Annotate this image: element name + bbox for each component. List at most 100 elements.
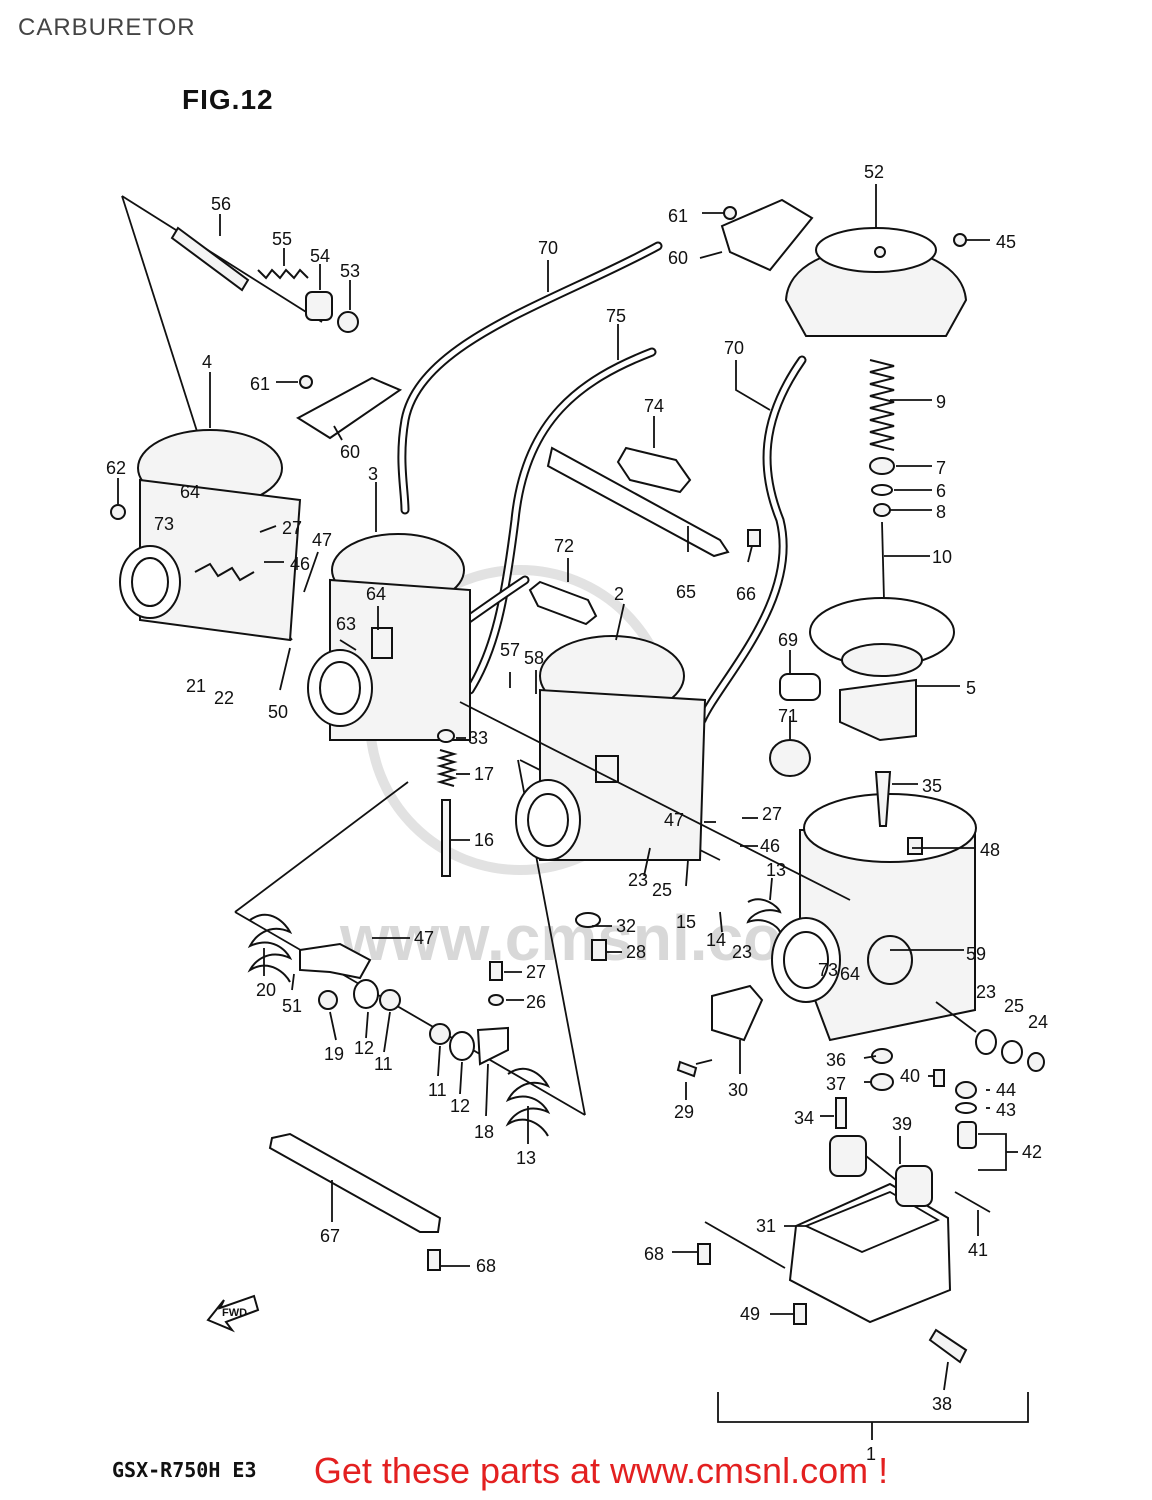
callout-26: 26 (526, 992, 546, 1012)
callout-47-left: 47 (312, 530, 332, 550)
screw-28 (591, 939, 607, 961)
washer-26 (488, 994, 504, 1006)
callout-58: 58 (524, 648, 544, 668)
washer-7 (869, 457, 895, 475)
callout-74: 74 (644, 396, 664, 416)
callout-9: 9 (936, 392, 946, 412)
callout-56: 56 (211, 194, 231, 214)
fwd-label: FWD (222, 1307, 247, 1319)
promo-link[interactable]: Get these parts at www.cmsnl.com ! (313, 1450, 889, 1491)
callout-70-left: 70 (538, 238, 558, 258)
callout-61-top: 61 (668, 206, 688, 226)
spring-13-right (746, 898, 782, 933)
callout-68-left: 68 (476, 1256, 496, 1276)
bolt-35 (874, 771, 892, 827)
callout-64-right: 64 (840, 964, 860, 984)
screw-68b (697, 1243, 711, 1265)
callout-25-mid: 25 (652, 880, 672, 900)
callout-63: 63 (336, 614, 356, 634)
callout-57: 57 (500, 640, 520, 660)
joint-71 (769, 739, 811, 777)
lever-51 (299, 942, 372, 980)
jet-37 (870, 1073, 894, 1091)
callout-44: 44 (996, 1080, 1016, 1100)
spring-17 (436, 749, 458, 787)
callout-54: 54 (310, 246, 330, 266)
hose-70-left (397, 241, 663, 515)
callout-64-mid: 64 (366, 584, 386, 604)
pin-41 (954, 1191, 991, 1213)
callout-2: 2 (614, 584, 624, 604)
callout-29: 29 (674, 1102, 694, 1122)
callout-73-right: 73 (818, 960, 838, 980)
screw-66 (747, 529, 761, 547)
callout-38: 38 (932, 1394, 952, 1414)
lever-18 (476, 1026, 509, 1066)
callout-39: 39 (892, 1114, 912, 1134)
carburetor-body-1 (771, 793, 977, 1042)
callout-15: 15 (676, 912, 696, 932)
callout-7: 7 (936, 458, 946, 478)
callout-14: 14 (706, 930, 726, 950)
callout-24: 24 (1028, 1012, 1048, 1032)
callout-18: 18 (474, 1122, 494, 1142)
callout-19: 19 (324, 1044, 344, 1064)
callout-21: 21 (186, 676, 206, 696)
plate-60-top (720, 198, 814, 272)
clip-32 (575, 912, 601, 928)
callout-11-left: 11 (374, 1054, 393, 1074)
callout-23-right: 23 (732, 942, 752, 962)
callout-17: 17 (474, 764, 494, 784)
screw-40 (933, 1069, 945, 1087)
callout-46-left: 46 (290, 554, 310, 574)
figure-label: FIG.12 (182, 84, 274, 115)
sleeve-74 (616, 446, 692, 494)
plate-60-left (296, 376, 403, 440)
model-label: GSX-R750H E3 (112, 1458, 257, 1482)
callout-71: 71 (778, 706, 798, 726)
washer-12b (449, 1031, 475, 1061)
throttle-shaft (459, 701, 851, 901)
nut-11 (379, 989, 401, 1011)
callout-67: 67 (320, 1226, 340, 1246)
plate-30 (711, 984, 764, 1042)
callout-45: 45 (996, 232, 1016, 252)
callout-53: 53 (340, 261, 360, 281)
callout-35: 35 (922, 776, 942, 796)
carburetor-body-3 (307, 533, 471, 741)
spring-13 (505, 1067, 551, 1137)
callout-27-low: 27 (526, 962, 546, 982)
washer-25 (1001, 1040, 1023, 1064)
fwd-arrow-icon: FWD (206, 1294, 260, 1333)
screw-29 (676, 1060, 698, 1078)
connector-72 (528, 580, 598, 626)
callout-62: 62 (106, 458, 126, 478)
callout-13-right: 13 (766, 860, 786, 880)
callout-72: 72 (554, 536, 574, 556)
washer-33 (437, 729, 455, 743)
callout-61-left: 61 (250, 374, 270, 394)
valve-42 (957, 1121, 977, 1149)
callout-43: 43 (996, 1100, 1016, 1120)
carburetor-body-4 (110, 429, 302, 642)
washer-8 (873, 503, 891, 517)
callout-23-far: 23 (976, 982, 996, 1002)
spring-20 (247, 913, 293, 983)
callout-16: 16 (474, 830, 494, 850)
screw-45 (953, 233, 967, 247)
piston-5 (809, 597, 955, 742)
bracket-67 (268, 1132, 442, 1233)
callout-4: 4 (202, 352, 212, 372)
callout-40: 40 (900, 1066, 920, 1086)
screw-49 (793, 1303, 807, 1325)
hose-75 (465, 347, 657, 695)
spring-9 (869, 359, 895, 451)
callout-13-low: 13 (516, 1148, 536, 1168)
jet-34 (835, 1097, 847, 1129)
callout-12-left: 12 (354, 1038, 374, 1058)
callout-48: 48 (980, 840, 1000, 860)
callout-20: 20 (256, 980, 276, 1000)
callout-50: 50 (268, 702, 288, 722)
callout-1: 1 (866, 1444, 876, 1464)
oring-23 (975, 1029, 997, 1055)
